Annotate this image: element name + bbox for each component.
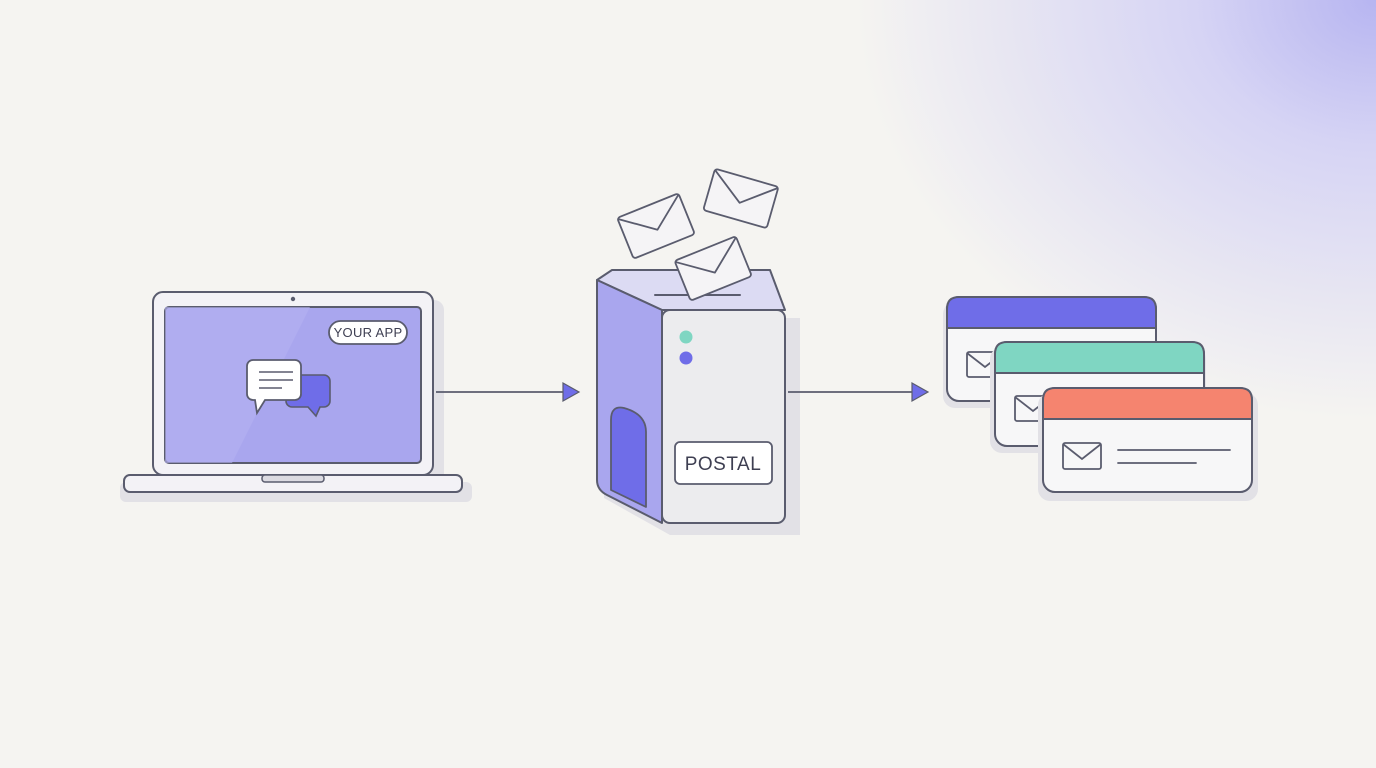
- envelope-icon: [1062, 442, 1102, 470]
- mail-server-icon: POSTAL: [596, 269, 800, 535]
- server-label: POSTAL: [685, 454, 762, 475]
- app-badge: YOUR APP: [328, 320, 408, 345]
- chat-bubbles-icon: [246, 359, 331, 418]
- envelope-icon: [674, 236, 752, 301]
- envelope-icon: [703, 168, 779, 229]
- arrow-right-icon: [436, 381, 581, 403]
- app-label: YOUR APP: [334, 325, 403, 340]
- inbox-card-icon: [1038, 387, 1258, 501]
- envelope-icon: [617, 193, 695, 259]
- arrow-right-icon: [788, 381, 930, 403]
